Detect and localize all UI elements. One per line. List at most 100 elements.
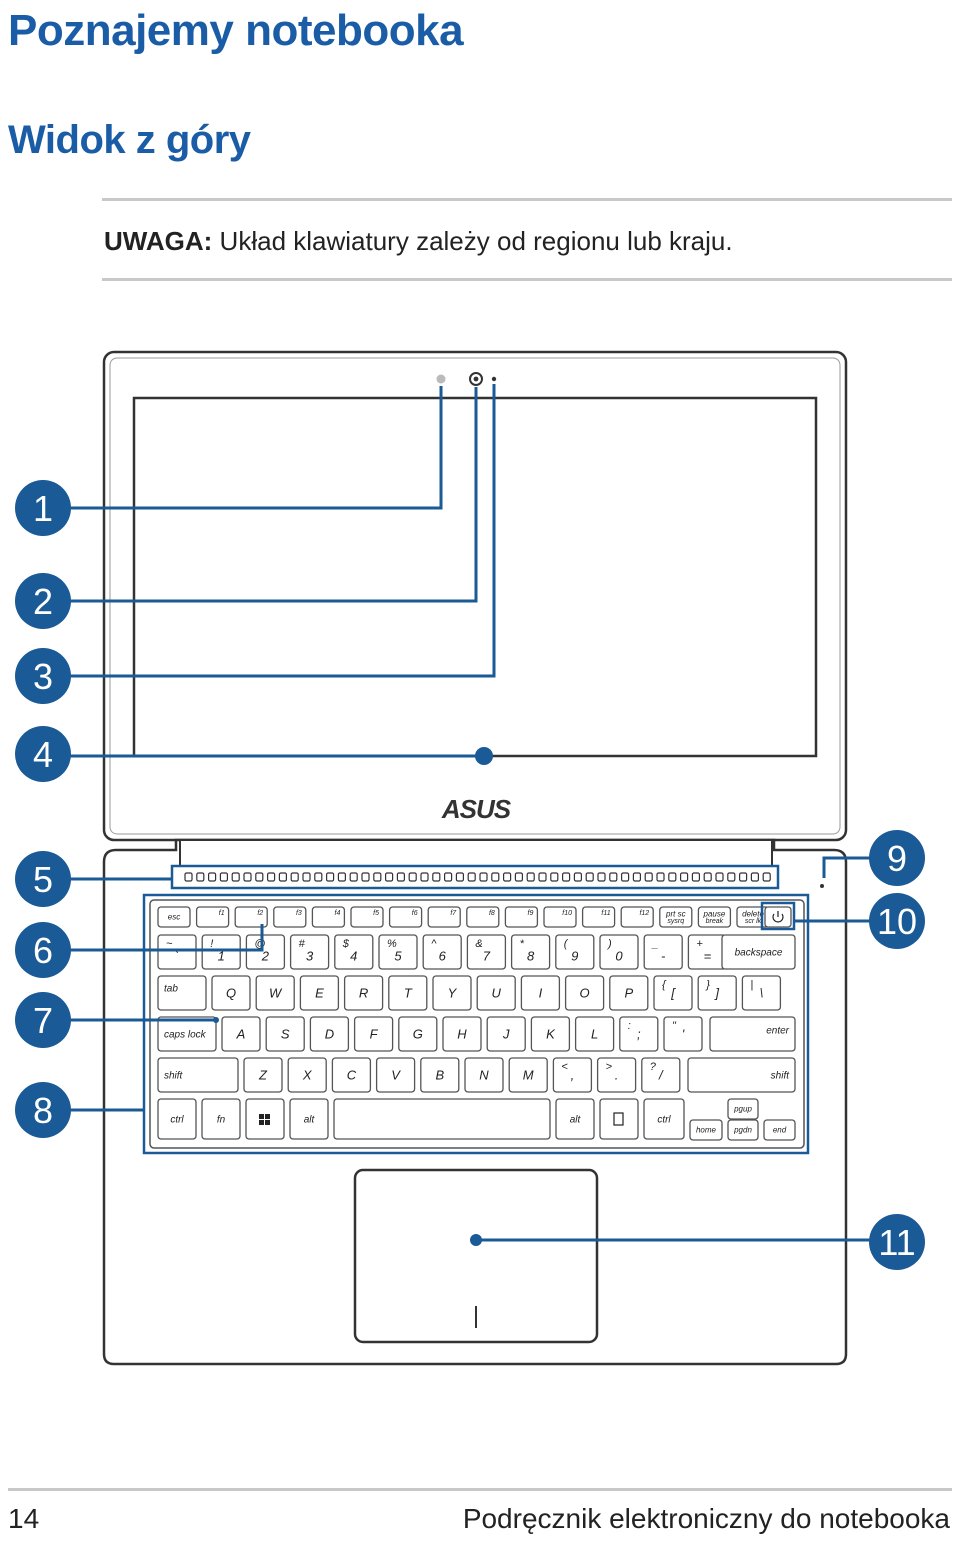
key-punct[interactable]: ,<: [552, 1057, 593, 1093]
left-ctrl-key[interactable]: ctrl: [157, 1098, 197, 1140]
key-F[interactable]: F: [353, 1016, 394, 1052]
key-3[interactable]: 2@: [245, 934, 286, 970]
vent-hole: [184, 872, 193, 882]
key-label: 3: [306, 948, 314, 963]
touchpad[interactable]: [353, 1168, 599, 1344]
page-title: Poznajemy notebooka: [8, 6, 464, 55]
key-\[interactable]: \|: [741, 975, 782, 1011]
key-[[interactable]: [{: [653, 975, 693, 1011]
key-T[interactable]: T: [388, 975, 428, 1011]
key-10[interactable]: 9(: [555, 934, 595, 970]
key-S[interactable]: S: [265, 1016, 305, 1052]
key-f5[interactable]: [350, 906, 384, 928]
key-7[interactable]: 6^: [422, 934, 462, 970]
key-H[interactable]: H: [442, 1016, 482, 1052]
key-U[interactable]: U: [476, 975, 516, 1011]
key-W[interactable]: W: [255, 975, 295, 1011]
key-Q[interactable]: Q: [211, 975, 251, 1011]
key-f9[interactable]: [504, 906, 539, 928]
key-A[interactable]: A: [221, 1016, 261, 1052]
key-f12[interactable]: [620, 906, 654, 928]
vent-hole: [432, 872, 441, 882]
key-label: F: [370, 1026, 379, 1041]
key-L[interactable]: L: [574, 1016, 615, 1052]
key-f7[interactable]: [427, 906, 461, 928]
key-top-label: $: [342, 938, 350, 950]
key-R[interactable]: R: [343, 975, 384, 1011]
key-1[interactable]: `~: [157, 934, 197, 970]
right-alt-key[interactable]: alt: [555, 1098, 595, 1140]
key-f11[interactable]: [581, 906, 616, 928]
key-G[interactable]: G: [398, 1016, 438, 1052]
key-f3[interactable]: [273, 906, 307, 928]
laptop-lid-inner-edge: [109, 357, 841, 835]
pgdn-key[interactable]: pgdn: [727, 1119, 759, 1141]
key-N[interactable]: N: [464, 1057, 504, 1093]
key-f6[interactable]: [388, 906, 423, 928]
key-X[interactable]: X: [287, 1057, 327, 1093]
footer-rule: [8, 1488, 952, 1491]
key-J[interactable]: J: [486, 1016, 526, 1052]
callout-number: 10: [877, 901, 917, 942]
key-top-label: &: [475, 938, 482, 950]
key-label: 5: [394, 948, 402, 963]
key-Z[interactable]: Z: [243, 1057, 283, 1093]
key-V[interactable]: V: [375, 1057, 416, 1093]
camera-indicator: [491, 376, 497, 382]
key-E[interactable]: E: [299, 975, 340, 1011]
key-Y[interactable]: Y: [432, 975, 472, 1011]
key-C[interactable]: C: [331, 1057, 372, 1093]
key-12[interactable]: -_: [643, 934, 683, 970]
key-][interactable]: ]}: [697, 975, 737, 1011]
menu-key[interactable]: [599, 1098, 639, 1140]
vent-hole: [255, 872, 264, 882]
key-9[interactable]: 8*: [510, 934, 551, 970]
key-f4[interactable]: [311, 906, 346, 928]
key-label: ]: [713, 985, 719, 1000]
key-B[interactable]: B: [420, 1057, 460, 1093]
key-punct[interactable]: ;:: [619, 1016, 659, 1052]
pgup-key[interactable]: pgup: [727, 1098, 759, 1120]
key-4[interactable]: 3#: [289, 934, 330, 970]
key-M[interactable]: M: [508, 1057, 548, 1093]
windows-key[interactable]: [245, 1098, 285, 1140]
key-f1[interactable]: [195, 906, 230, 928]
space-key[interactable]: [333, 1098, 551, 1140]
key-punct[interactable]: .>: [596, 1057, 637, 1093]
right-ctrl-key[interactable]: ctrl: [643, 1098, 685, 1140]
key-O[interactable]: O: [564, 975, 605, 1011]
key-f2[interactable]: [234, 906, 268, 928]
key-P[interactable]: P: [609, 975, 649, 1011]
key-5[interactable]: 4$: [334, 934, 374, 970]
key-punct[interactable]: /?: [641, 1057, 681, 1093]
key-f8[interactable]: [466, 906, 500, 928]
power-button[interactable]: [764, 906, 792, 928]
end-key[interactable]: end: [763, 1119, 796, 1141]
key-label: C: [347, 1067, 357, 1082]
key-esc[interactable]: esc: [157, 906, 191, 928]
key-label: J: [502, 1026, 510, 1041]
key-I[interactable]: I: [520, 975, 561, 1011]
key-11[interactable]: 0): [599, 934, 639, 970]
key-6[interactable]: 5%: [378, 934, 418, 970]
key-punct[interactable]: '": [663, 1016, 703, 1052]
key-13[interactable]: =+: [687, 934, 728, 970]
tab-key[interactable]: tab: [157, 975, 207, 1011]
key-D[interactable]: D: [309, 1016, 350, 1052]
home-key[interactable]: home: [689, 1119, 723, 1141]
fn-key[interactable]: fn: [201, 1098, 241, 1140]
key-8[interactable]: 7&: [466, 934, 507, 970]
key-f10[interactable]: [543, 906, 577, 928]
enter-key[interactable]: enter: [709, 1016, 796, 1052]
key-top-label: !: [210, 938, 213, 950]
caps-lock-key[interactable]: caps lock: [157, 1016, 217, 1052]
key-2[interactable]: 1!: [201, 934, 241, 970]
backspace-key[interactable]: backspace: [721, 934, 796, 970]
left-alt-key[interactable]: alt: [289, 1098, 329, 1140]
right-shift-key[interactable]: shift: [687, 1057, 796, 1093]
key-K[interactable]: K: [530, 1016, 571, 1052]
left-shift-key[interactable]: shift: [157, 1057, 239, 1093]
